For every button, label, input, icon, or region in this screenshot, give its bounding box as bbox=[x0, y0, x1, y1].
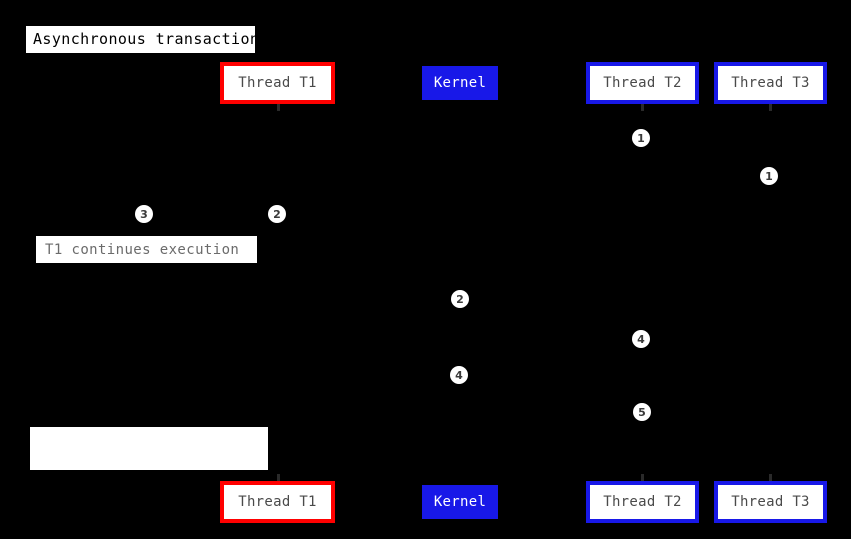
lifeline-header-thread-t3-bottom[interactable]: Thread T3 bbox=[714, 481, 827, 523]
lifeline-header-thread-t3-top[interactable]: Thread T3 bbox=[714, 62, 827, 104]
step-badge-1-thread-t3[interactable]: 1 bbox=[760, 167, 778, 185]
lifeline-header-kernel-top[interactable]: Kernel bbox=[422, 66, 498, 100]
lifeline-header-thread-t2-top[interactable]: Thread T2 bbox=[586, 62, 699, 104]
step-badge-4-kernel[interactable]: 4 bbox=[450, 366, 468, 384]
lifeline-stub-thread-t3-top bbox=[769, 104, 772, 111]
lifeline-stub-thread-t1-bottom bbox=[277, 474, 280, 481]
diagram-title-box: Asynchronous transaction bbox=[26, 26, 259, 53]
step-badge-4-thread-t2[interactable]: 4 bbox=[632, 330, 650, 348]
step-badge-3-thread-t1[interactable]: 3 bbox=[135, 205, 153, 223]
step-badge-5-thread-t2[interactable]: 5 bbox=[633, 403, 651, 421]
lifeline-stub-thread-t3-bottom bbox=[769, 474, 772, 481]
lifeline-header-thread-t2-bottom[interactable]: Thread T2 bbox=[586, 481, 699, 523]
empty-note-box bbox=[30, 427, 268, 470]
step-badge-2-kernel[interactable]: 2 bbox=[451, 290, 469, 308]
step-badge-1-thread-t2[interactable]: 1 bbox=[632, 129, 650, 147]
lifeline-header-thread-t1-top[interactable]: Thread T1 bbox=[220, 62, 335, 104]
lifeline-header-kernel-bottom[interactable]: Kernel bbox=[422, 485, 498, 519]
lifeline-stub-thread-t2-bottom bbox=[641, 474, 644, 481]
lifeline-stub-thread-t1-top bbox=[277, 104, 280, 111]
lifeline-stub-thread-t2-top bbox=[641, 104, 644, 111]
lifeline-header-thread-t1-bottom[interactable]: Thread T1 bbox=[220, 481, 335, 523]
note-t1-continues-execution: T1 continues execution bbox=[36, 236, 257, 263]
step-badge-2-thread-t1[interactable]: 2 bbox=[268, 205, 286, 223]
